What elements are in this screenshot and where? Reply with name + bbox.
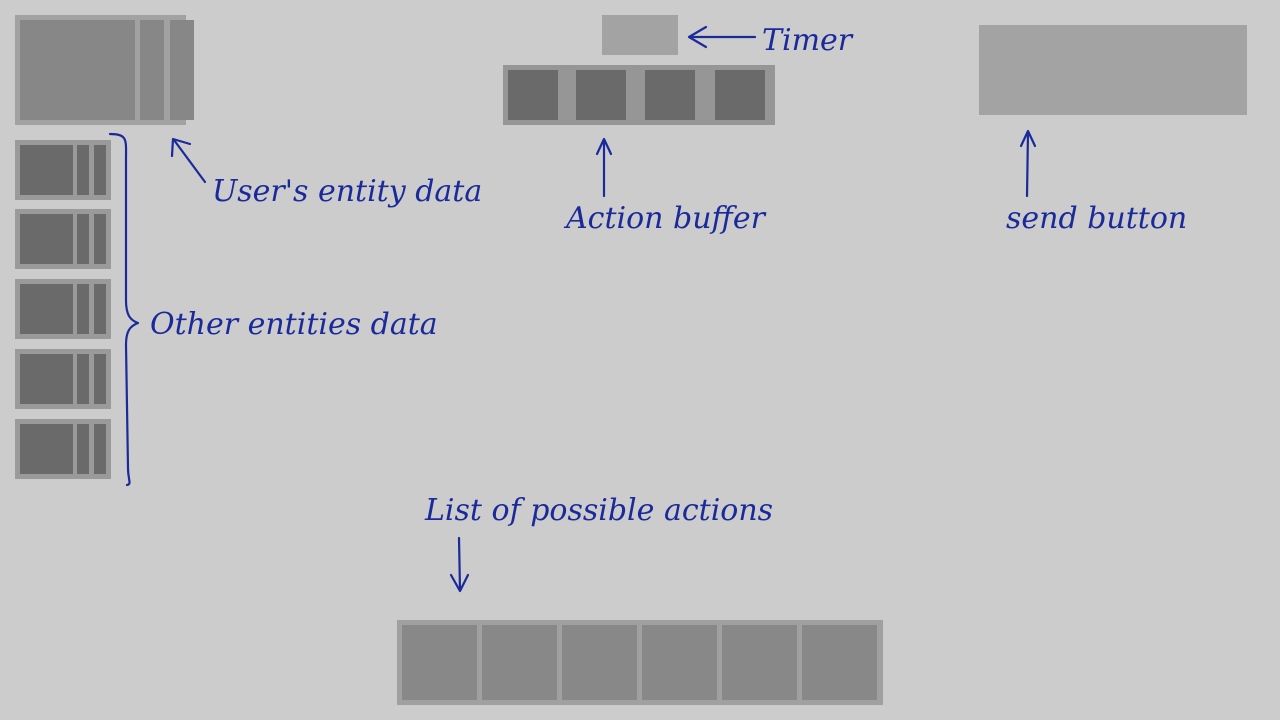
action-buffer-slot[interactable]	[715, 70, 765, 120]
other-entity-main-field	[20, 424, 73, 474]
action-buffer-slot[interactable]	[508, 70, 558, 120]
action-buffer	[503, 65, 775, 125]
other-entity-main-field	[20, 354, 73, 404]
other-entity-stat-1	[77, 354, 89, 404]
possible-actions-arrow	[457, 536, 462, 592]
action-buffer-arrowhead	[595, 137, 613, 156]
possible-actions-list	[397, 620, 883, 705]
other-entity-stat-2	[94, 354, 106, 404]
other-entity-row[interactable]	[15, 279, 111, 339]
possible-action-slot[interactable]	[482, 625, 557, 700]
other-entity-row[interactable]	[15, 209, 111, 269]
action-buffer-label: Action buffer	[566, 201, 765, 236]
send-button-arrow	[1025, 130, 1030, 198]
other-entity-row[interactable]	[15, 349, 111, 409]
timer-arrowhead	[687, 25, 708, 49]
user-entity-stat-2	[170, 20, 194, 120]
other-entities-brace	[108, 132, 140, 487]
other-entity-stat-1	[77, 424, 89, 474]
possible-action-slot[interactable]	[722, 625, 797, 700]
other-entity-stat-1	[77, 284, 89, 334]
other-entity-row[interactable]	[15, 419, 111, 479]
other-entity-stat-2	[94, 424, 106, 474]
user-entity-panel	[15, 15, 194, 125]
other-entity-stat-1	[77, 145, 89, 195]
other-entity-stat-1	[77, 214, 89, 264]
send-button[interactable]	[979, 25, 1247, 115]
action-buffer-slot[interactable]	[576, 70, 626, 120]
other-entity-main-field	[20, 214, 73, 264]
other-entity-stat-2	[94, 214, 106, 264]
send-button-arrowhead	[1019, 129, 1037, 148]
other-entity-main-field	[20, 284, 73, 334]
possible-action-slot[interactable]	[802, 625, 877, 700]
possible-actions-label: List of possible actions	[425, 493, 774, 528]
other-entity-main-field	[20, 145, 73, 195]
user-entity-stat-1	[140, 20, 164, 120]
timer-label: Timer	[762, 23, 853, 58]
timer-display	[602, 15, 678, 55]
user-entity-arrowhead	[170, 137, 192, 158]
user-entity-arrow	[172, 138, 207, 184]
send-button-label: send button	[1006, 201, 1188, 236]
other-entity-stat-2	[94, 145, 106, 195]
possible-action-slot[interactable]	[402, 625, 477, 700]
other-entities-label: Other entities data	[150, 307, 438, 342]
other-entity-row[interactable]	[15, 140, 111, 200]
user-entity-main-field	[20, 20, 135, 120]
other-entity-stat-2	[94, 284, 106, 334]
possible-action-slot[interactable]	[642, 625, 717, 700]
user-entity-label: User's entity data	[212, 174, 483, 209]
possible-action-slot[interactable]	[562, 625, 637, 700]
possible-actions-arrowhead	[449, 573, 470, 593]
action-buffer-slot[interactable]	[645, 70, 695, 120]
